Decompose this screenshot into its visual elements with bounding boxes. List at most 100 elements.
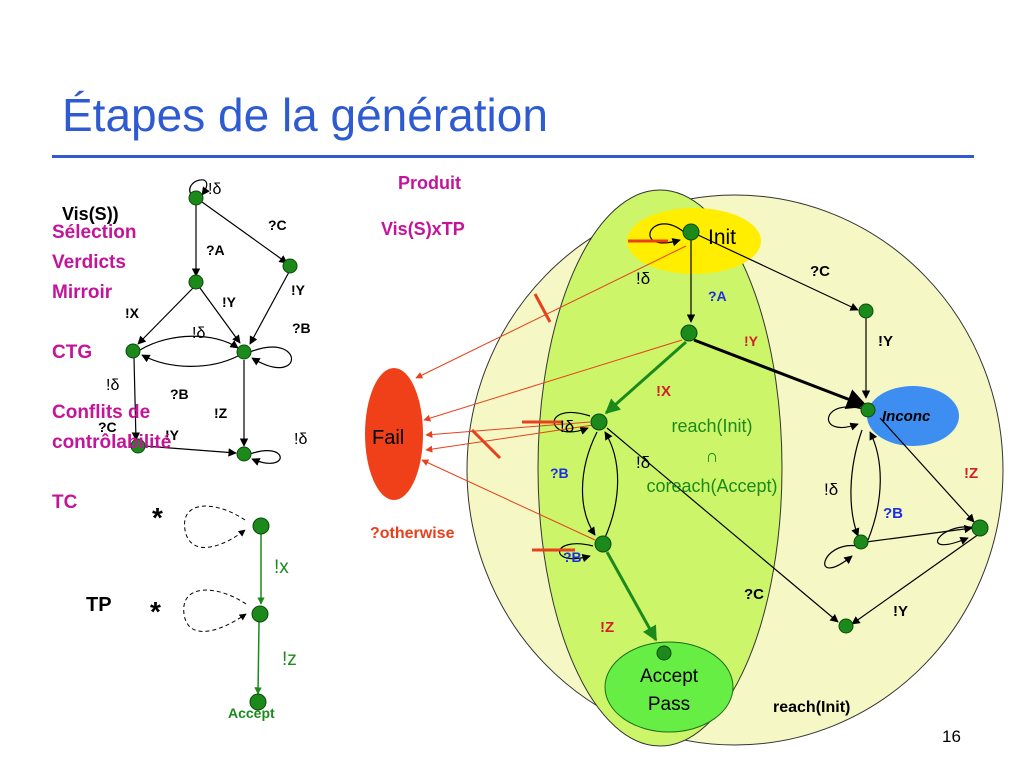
product-delta-1: !δ <box>636 269 650 288</box>
vis-node-c <box>282 258 298 274</box>
edge-b-up <box>603 431 619 541</box>
tp-star-1: * <box>152 502 163 533</box>
vis-delta-1: !δ <box>208 181 221 198</box>
step-spacer <box>52 458 171 488</box>
edge-i-up <box>867 431 881 541</box>
product-label-b-left: ?B <box>550 465 569 481</box>
step-ctg: CTG <box>52 342 93 363</box>
vis-label-x: !X <box>125 305 140 321</box>
tp-node-accept <box>249 693 267 711</box>
reach-coreach-label-3: coreach(Accept) <box>646 476 777 496</box>
product-label-a: ?A <box>708 288 727 304</box>
reach-coreach-region <box>537 189 783 747</box>
product-delta-4: !δ <box>824 480 838 499</box>
title-underline <box>52 155 974 158</box>
tp-title: TP <box>86 594 112 616</box>
node-init <box>682 223 700 241</box>
tp-label-z: !z <box>282 649 297 670</box>
vis-delta-3: !δ <box>106 377 119 394</box>
node-d <box>594 535 612 553</box>
tp-star-2: * <box>150 596 161 627</box>
product-label-x: !X <box>656 383 671 400</box>
vis-node-left <box>130 438 146 454</box>
accept-pass-node <box>604 641 734 733</box>
step-selection: Sélection <box>52 222 137 243</box>
fail-label: Fail <box>372 427 404 449</box>
step-mirroir: Mirroir <box>52 282 113 303</box>
vis-label-a: ?A <box>206 242 225 258</box>
vis-label-y-3: !Y <box>165 427 180 443</box>
node-l <box>838 618 854 634</box>
step-tc: TC <box>52 492 78 513</box>
product-label-b-right: ?B <box>883 505 903 522</box>
vis-edge-z-loop <box>249 450 281 466</box>
fail-edge-2 <box>423 339 683 422</box>
generation-steps: Sélection Verdicts Mirroir CTG Conflits … <box>52 218 171 518</box>
tp-star-loop-2 <box>183 589 247 632</box>
vis-edge-b-x <box>141 354 239 367</box>
product-title-1: Produit <box>398 173 461 193</box>
reach-coreach-label-1: reach(Init) <box>671 416 752 436</box>
vis-node-x <box>125 343 141 359</box>
edge-k-y <box>851 533 980 625</box>
edge-a-b-green <box>604 340 687 415</box>
tp-node-1 <box>252 517 270 535</box>
init-label: Init <box>708 226 736 249</box>
vis-node-root <box>188 190 204 206</box>
edge-k-loop <box>936 526 977 546</box>
product-delta-2: !δ <box>560 417 574 436</box>
node-j <box>853 534 869 550</box>
vis-label-y-1: !Y <box>222 294 237 310</box>
node-inconc <box>860 402 876 418</box>
vis-delta-2: !δ <box>192 325 205 342</box>
vis-edge-a-y <box>199 287 241 344</box>
vis-label-z: !Z <box>214 405 228 421</box>
node-k <box>971 519 989 537</box>
cut-mark-4 <box>470 428 502 460</box>
reach-init-label: reach(Init) <box>773 699 850 716</box>
accept-label: Accept <box>640 666 699 687</box>
vis-delta-4: !δ <box>294 431 307 448</box>
fail-edge-3 <box>425 421 591 438</box>
edge-j-z <box>865 524 973 543</box>
node-b <box>590 413 608 431</box>
page-number: 16 <box>942 727 961 746</box>
product-label-c: ?C <box>810 263 830 280</box>
product-label-y-lower: !Y <box>893 603 908 620</box>
edge-a-inconc <box>693 338 868 410</box>
vis-edge-b-loop <box>249 346 293 369</box>
vis-title: Vis(S)) <box>62 204 119 224</box>
product-label-c2: ?C <box>744 586 764 603</box>
tp-accept-label: Accept <box>228 705 275 721</box>
vis-label-b-2: ?B <box>170 386 189 402</box>
product-delta-3: !δ <box>636 453 650 472</box>
cut-mark-2 <box>533 293 552 323</box>
vis-edge-a-x <box>137 287 194 345</box>
edge-b-c2 <box>606 427 839 623</box>
edge-i-down <box>850 429 863 537</box>
tp-edge-z <box>254 621 262 695</box>
node-accept <box>656 645 672 661</box>
edge-j-loop <box>824 544 859 569</box>
inconc-node <box>867 386 959 446</box>
slide-title: Étapes de la génération <box>62 89 548 141</box>
fail-edge-1 <box>415 245 687 379</box>
product-label-y-top: !Y <box>744 333 759 349</box>
tp-star-loop-1 <box>184 505 246 548</box>
product-title-2: Vis(S)xTP <box>381 219 465 239</box>
edge-init-c <box>697 234 859 311</box>
edge-d-accept-green <box>605 551 658 642</box>
step-spacer <box>52 308 171 338</box>
vis-label-c-2: ?C <box>98 419 117 435</box>
edge-b-down <box>581 431 598 536</box>
vis-edge-left-z <box>143 445 237 457</box>
product-label-b-lower: ?B <box>563 549 582 565</box>
fail-edge-4 <box>425 424 594 453</box>
node-after-c <box>858 303 874 319</box>
vis-node-a <box>188 274 204 290</box>
tp-node-2 <box>251 605 269 623</box>
step-conflits: Conflits de <box>52 402 151 423</box>
vis-edge-x-b <box>139 335 239 351</box>
edge-init-loop <box>649 223 685 247</box>
